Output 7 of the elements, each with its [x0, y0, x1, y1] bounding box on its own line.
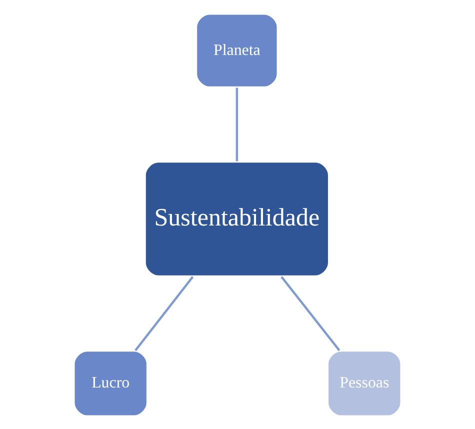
connector	[134, 276, 194, 351]
connector	[236, 87, 238, 161]
node-box: Planeta	[194, 12, 280, 88]
node-box: Sustentabilidade	[144, 160, 330, 278]
node-box: Lucro	[72, 348, 149, 418]
connector	[280, 276, 340, 351]
node-box: Pessoas	[326, 348, 403, 418]
